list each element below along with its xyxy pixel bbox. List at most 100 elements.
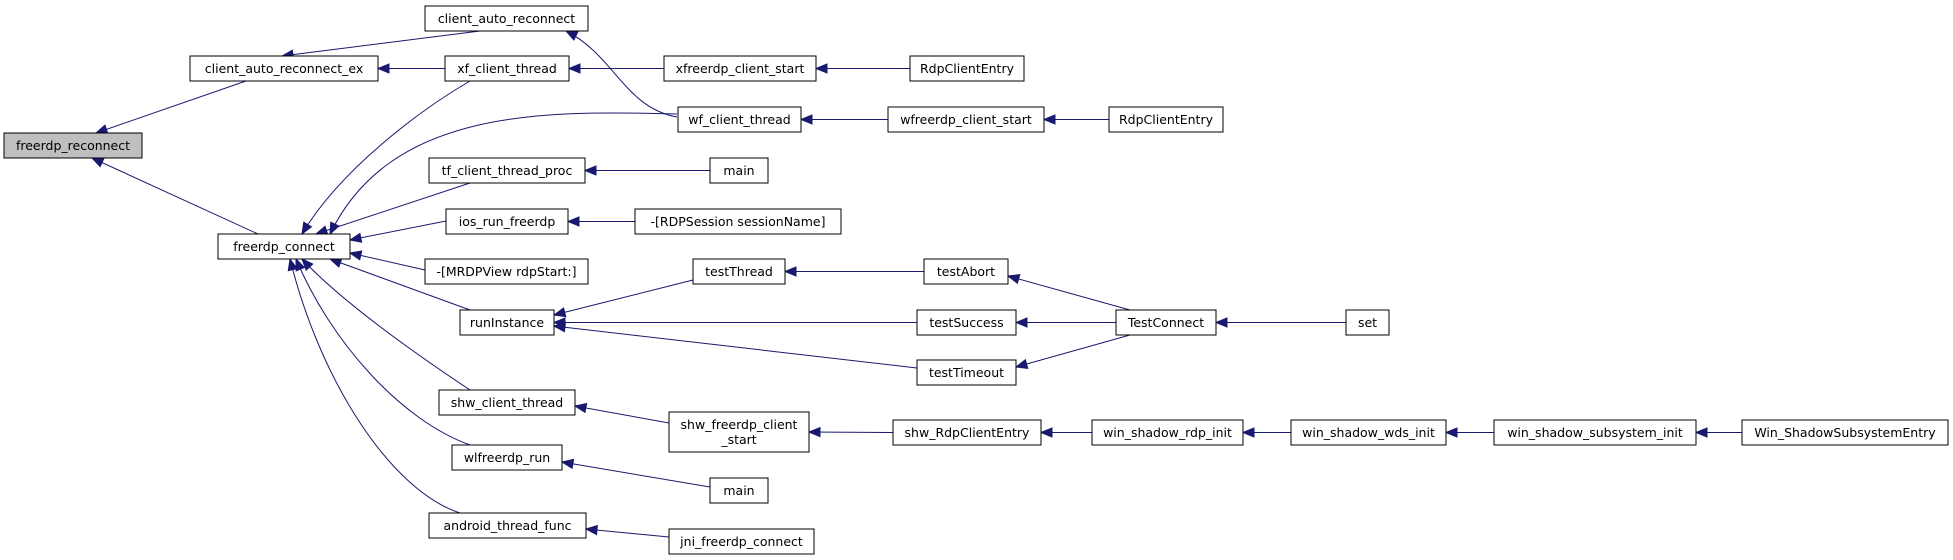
node-set[interactable]: set (1345, 309, 1390, 336)
node-testSuccess[interactable]: testSuccess (916, 309, 1017, 336)
node-box (424, 258, 589, 285)
arrowhead-win_shadow_rdp_init (1241, 427, 1255, 438)
node-label: win_shadow_subsystem_init (1507, 425, 1683, 440)
node-shw_RdpClientEntry[interactable]: shw_RdpClientEntry (892, 419, 1042, 446)
node-box (634, 208, 842, 235)
arrowhead-tf_client_thread_proc (583, 165, 597, 176)
node-shw_freerdp_client_start[interactable]: shw_freerdp_client_start (668, 411, 810, 453)
edge-freerdp_connect-to-freerdp_reconnect (91, 157, 259, 235)
node-label: Win_ShadowSubsystemEntry (1754, 425, 1936, 440)
node-ios_run_freerdp[interactable]: ios_run_freerdp (445, 208, 569, 235)
node-Win_ShadowSubsystemEntry[interactable]: Win_ShadowSubsystemEntry (1741, 419, 1949, 446)
node-box (1091, 419, 1244, 446)
node-box (692, 258, 786, 285)
node-android_thread_func[interactable]: android_thread_func (428, 512, 587, 539)
node-box (909, 55, 1025, 82)
arrowhead-freerdp_reconnect (90, 157, 105, 168)
node-client_auto_reconnect_ex[interactable]: client_auto_reconnect_ex (189, 55, 379, 82)
node-wlfreerdp_run[interactable]: wlfreerdp_run (451, 444, 563, 471)
node-box (424, 5, 589, 32)
arrowhead-freerdp_connect (301, 221, 313, 236)
node-box (923, 258, 1009, 285)
arrowhead-win_shadow_wds_init (1444, 427, 1458, 438)
node-xfreerdp_client_start[interactable]: xfreerdp_client_start (663, 55, 817, 82)
arrowhead-wlfreerdp_run (560, 458, 575, 470)
node-label: jni_freerdp_connect (679, 534, 803, 549)
node-label: main (723, 483, 754, 498)
node-label: wlfreerdp_run (464, 450, 550, 465)
arrowhead-freerdp_connect (295, 257, 306, 272)
arrowhead-freerdp_connect (348, 250, 363, 261)
edge-shw_RdpClientEntry-to-shw_freerdp_client_start (808, 431, 894, 433)
edge-wf_client_thread-to-freerdp_connect (329, 112, 678, 235)
node-box (916, 309, 1017, 336)
edge-android_thread_func-to-freerdp_connect (289, 258, 461, 514)
arrowhead-freerdp_reconnect (94, 124, 109, 135)
node-runInstance[interactable]: runInstance (459, 309, 555, 336)
node-TestConnect[interactable]: TestConnect (1115, 309, 1217, 336)
node-label: testSuccess (929, 315, 1003, 330)
edge-TestConnect-to-testTimeout (1015, 334, 1131, 368)
node-label: RdpClientEntry (920, 61, 1015, 76)
node-label: xfreerdp_client_start (676, 61, 805, 76)
node-jni_freerdp_connect[interactable]: jni_freerdp_connect (668, 528, 815, 555)
node-label: main (723, 163, 754, 178)
node-box (709, 477, 769, 504)
node-freerdp_reconnect[interactable]: freerdp_reconnect (3, 132, 143, 159)
edge-client_auto_reconnect_ex-to-freerdp_reconnect (95, 80, 247, 134)
node-box (1108, 106, 1224, 133)
node-label: win_shadow_wds_init (1302, 425, 1435, 440)
node-box (459, 309, 555, 336)
node-win_shadow_wds_init[interactable]: win_shadow_wds_init (1290, 419, 1447, 446)
edge-shw_client_thread-to-freerdp_connect (301, 258, 471, 391)
node-win_shadow_rdp_init[interactable]: win_shadow_rdp_init (1091, 419, 1244, 446)
edge-wlfreerdp_run-to-freerdp_connect (295, 258, 471, 446)
node-testAbort[interactable]: testAbort (923, 258, 1009, 285)
arrowhead-shw_freerdp_client_start (807, 426, 821, 438)
call-graph-edges (90, 30, 1742, 538)
node-xf_client_thread[interactable]: xf_client_thread (444, 55, 570, 82)
node-shw_client_thread[interactable]: shw_client_thread (438, 389, 576, 416)
node-win_shadow_subsystem_init[interactable]: win_shadow_subsystem_init (1493, 419, 1697, 446)
node-box (217, 233, 351, 260)
node-label: runInstance (470, 315, 544, 330)
node-box (892, 419, 1042, 446)
node-client_auto_reconnect[interactable]: client_auto_reconnect (424, 5, 589, 32)
edge-client_auto_reconnect-to-client_auto_reconnect_ex (281, 30, 481, 57)
node-mrdpview_rdpstart[interactable]: -[MRDPView rdpStart:] (424, 258, 589, 285)
node-main_tf[interactable]: main (709, 157, 769, 184)
edge-runInstance-to-freerdp_connect (329, 258, 471, 311)
edge-shw_freerdp_client_start-to-shw_client_thread (574, 405, 670, 424)
arrowhead-wfreerdp_client_start (1042, 114, 1056, 125)
arrowhead-freerdp_connect (301, 258, 314, 271)
node-RdpClientEntry_w[interactable]: RdpClientEntry (1108, 106, 1224, 133)
arrowhead-client_auto_reconnect (564, 30, 579, 41)
node-box (887, 106, 1045, 133)
node-label: -[RDPSession sessionName] (651, 214, 826, 229)
node-testTimeout[interactable]: testTimeout (916, 359, 1017, 386)
node-label: client_auto_reconnect_ex (205, 61, 363, 76)
node-wfreerdp_client_start[interactable]: wfreerdp_client_start (887, 106, 1045, 133)
node-RdpClientEntry_x[interactable]: RdpClientEntry (909, 55, 1025, 82)
node-box (444, 55, 570, 82)
node-freerdp_connect[interactable]: freerdp_connect (217, 233, 351, 260)
arrowhead-testTimeout (1014, 358, 1029, 369)
node-box (668, 528, 815, 555)
arrowhead-xf_client_thread (567, 63, 581, 74)
node-box (1115, 309, 1217, 336)
node-rdpsession_sessionname[interactable]: -[RDPSession sessionName] (634, 208, 842, 235)
arrowhead-freerdp_connect (328, 258, 343, 268)
arrowhead-xfreerdp_client_start (814, 63, 828, 74)
node-wf_client_thread[interactable]: wf_client_thread (677, 106, 802, 133)
node-testThread[interactable]: testThread (692, 258, 786, 285)
edge-TestConnect-to-testAbort (1007, 275, 1131, 311)
node-main_wl[interactable]: main (709, 477, 769, 504)
arrowhead-shw_RdpClientEntry (1039, 427, 1053, 438)
arrowhead-runInstance (552, 322, 567, 333)
node-box (3, 132, 143, 159)
node-tf_client_thread_proc[interactable]: tf_client_thread_proc (428, 157, 586, 184)
edge-testThread-to-runInstance (553, 279, 694, 316)
node-label: shw_RdpClientEntry (905, 425, 1031, 440)
edge-tf_client_thread_proc-to-freerdp_connect (315, 182, 471, 235)
